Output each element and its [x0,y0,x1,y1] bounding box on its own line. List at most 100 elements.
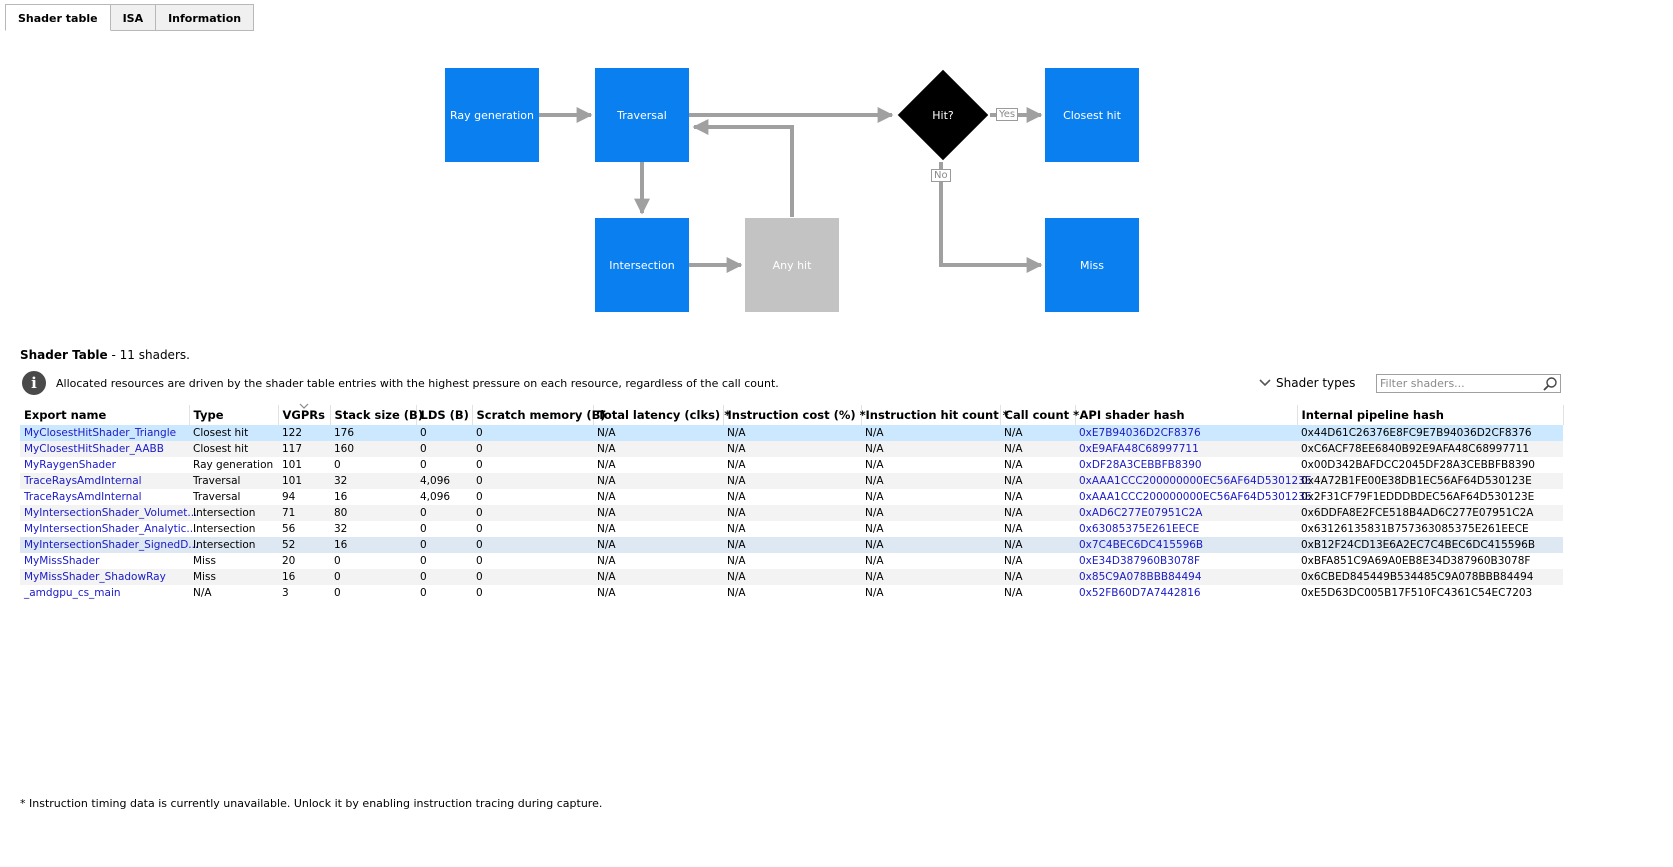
cell-instruction-cost: N/A [727,491,746,503]
column-header-export-name[interactable]: Export name [20,405,190,425]
cell-vgprs: 20 [282,555,296,567]
search-icon[interactable] [1542,376,1558,392]
cell-api-shader-hash[interactable]: 0x85C9A078BBB84494 [1075,569,1297,585]
info-text: Allocated resources are driven by the sh… [56,376,779,390]
cell-type: Miss [193,555,216,567]
node-closest-hit[interactable]: Closest hit [1045,68,1139,162]
node-any-hit[interactable]: Any hit [745,218,839,312]
cell-api-shader-hash[interactable]: 0xAAA1CCC200000000EC56AF64D530123E [1079,491,1312,503]
cell-lds: 0 [420,459,427,471]
ray-tracing-flow-diagram: Ray generation Traversal Intersection An… [0,0,1673,340]
cell-api-shader-hash[interactable]: 0xDF28A3CEBBFB8390 [1079,459,1202,471]
cell-export-name[interactable]: MyIntersectionShader_SignedD... [20,537,198,553]
column-header-api-shader-hash[interactable]: API shader hash [1075,405,1298,425]
cell-api-shader-hash[interactable]: 0xE7B94036D2CF8376 [1075,425,1297,441]
cell-stack-size: 16 [334,491,348,503]
cell-export-name[interactable]: MyMissShader_ShadowRay [20,569,189,585]
cell-scratch-memory: 0 [476,555,483,567]
cell-internal-pipeline-hash: 0x6CBED845449B534485C9A078BBB84494 [1297,569,1563,585]
cell-type: N/A [193,587,212,599]
cell-api-shader-hash[interactable]: 0x7C4BEC6DC415596B [1075,537,1297,553]
cell-internal-pipeline-hash: 0x2F31CF79F1EDDDBDEC56AF64D530123E [1301,491,1535,503]
info-icon: i [22,371,46,395]
cell-internal-pipeline-hash: 0x44D61C26376E8FC9E7B94036D2CF8376 [1297,425,1563,441]
cell-export-name[interactable]: MyIntersectionShader_Analytic... [24,523,197,535]
cell-api-shader-hash[interactable]: 0xE34D387960B3078F [1079,555,1201,567]
cell-scratch-memory: 0 [472,441,593,457]
filter-shaders-input[interactable] [1377,375,1543,392]
cell-export-name[interactable]: MyRaygenShader [24,459,116,471]
info-banner: i Allocated resources are driven by the … [22,371,779,395]
cell-call-count: N/A [1000,505,1075,521]
cell-export-name[interactable]: MyClosestHitShader_AABB [20,441,189,457]
table-row[interactable]: MyIntersectionShader_Analytic...Intersec… [20,521,1563,537]
cell-export-name[interactable]: MyClosestHitShader_Triangle [20,425,189,441]
cell-export-name[interactable]: MyIntersectionShader_Volumet... [20,505,197,521]
table-row[interactable]: MyIntersectionShader_SignedD...Intersect… [20,537,1563,553]
column-header-stack-size[interactable]: Stack size (B) [330,405,423,425]
cell-lds: 0 [416,425,472,441]
section-subtitle: - 11 shaders. [107,348,190,362]
cell-instruction-cost: N/A [723,425,861,441]
cell-scratch-memory: 0 [476,459,483,471]
cell-instruction-hit-count: N/A [865,459,884,471]
cell-export-name[interactable]: TraceRaysAmdInternal [24,491,142,503]
column-header-total-latency[interactable]: Total latency (clks) * [593,405,730,425]
cell-type: Traversal [193,491,241,503]
cell-vgprs: 94 [282,491,296,503]
cell-export-name[interactable]: _amdgpu_cs_main [24,587,121,599]
column-header-instruction-cost[interactable]: Instruction cost (%) * [723,405,866,425]
cell-call-count: N/A [1000,425,1075,441]
tab-information[interactable]: Information [156,4,255,31]
cell-export-name[interactable]: MyMissShader [24,555,100,567]
cell-total-latency: N/A [597,555,616,567]
cell-export-name[interactable]: TraceRaysAmdInternal [20,473,189,489]
cell-call-count: N/A [1000,441,1075,457]
tab-isa[interactable]: ISA [110,4,157,31]
column-header-instruction-hit-count[interactable]: Instruction hit count * [861,405,1009,425]
cell-total-latency: N/A [593,505,723,521]
column-header-lds[interactable]: LDS (B) [416,405,473,425]
cell-type: Closest hit [189,425,278,441]
cell-lds: 0 [416,505,472,521]
cell-instruction-hit-count: N/A [861,537,1000,553]
node-ray-generation[interactable]: Ray generation [445,68,539,162]
filter-box [1376,374,1561,393]
cell-api-shader-hash[interactable]: 0x52FB60D7A7442816 [1079,587,1201,599]
cell-instruction-hit-count: N/A [861,441,1000,457]
cell-api-shader-hash[interactable]: 0x63085375E261EECE [1079,523,1200,535]
cell-vgprs: 56 [282,523,296,535]
cell-instruction-cost: N/A [723,569,861,585]
column-header-type[interactable]: Type [189,405,279,425]
cell-api-shader-hash[interactable]: 0xAAA1CCC200000000EC56AF64D530123E [1075,473,1312,489]
cell-vgprs: 117 [278,441,330,457]
column-header-call-count[interactable]: Call count * [1000,405,1079,425]
cell-api-shader-hash[interactable]: 0xAD6C277E07951C2A [1075,505,1297,521]
table-row[interactable]: MyIntersectionShader_Volumet...Intersect… [20,505,1563,521]
cell-internal-pipeline-hash: 0xE5D63DC005B17F510FC4361C54EC7203 [1301,587,1533,599]
cell-internal-pipeline-hash: 0x4A72B1FE00E38DB1EC56AF64D530123E [1297,473,1563,489]
column-header-internal-pipeline-hash[interactable]: Internal pipeline hash [1297,405,1564,425]
node-miss[interactable]: Miss [1045,218,1139,312]
cell-instruction-hit-count: N/A [865,587,884,599]
node-traversal[interactable]: Traversal [595,68,689,162]
shader-types-dropdown[interactable]: Shader types [1258,376,1355,390]
cell-api-shader-hash[interactable]: 0xE9AFA48C68997711 [1075,441,1297,457]
column-header-scratch-memory[interactable]: Scratch memory (B) [472,405,606,425]
cell-vgprs: 122 [278,425,330,441]
cell-stack-size: 160 [330,441,416,457]
arrow-hit-no-to-miss [939,162,1043,273]
cell-instruction-cost: N/A [723,537,861,553]
tab-shader-table[interactable]: Shader table [5,4,111,31]
column-header-vgprs[interactable]: VGPRs [278,403,331,425]
cell-total-latency: N/A [597,523,616,535]
node-intersection[interactable]: Intersection [595,218,689,312]
